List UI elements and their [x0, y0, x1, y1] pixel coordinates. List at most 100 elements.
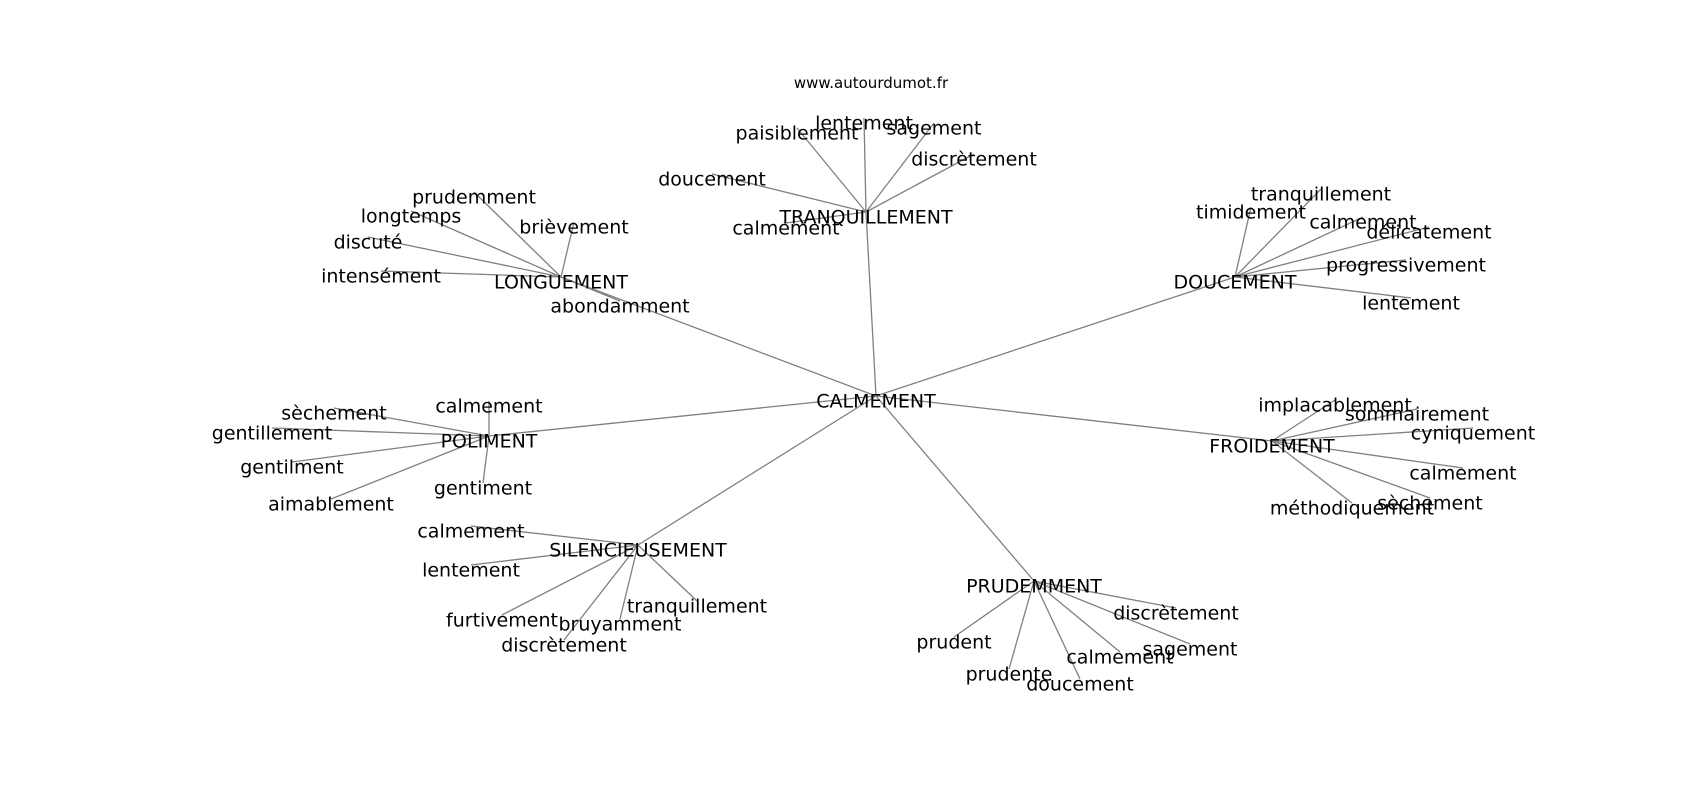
- hub-word[interactable]: PRUDEMMENT: [966, 576, 1102, 598]
- edge-center-to-hub: [637, 395, 877, 546]
- leaf-word[interactable]: sagement: [1143, 639, 1238, 661]
- edge-hub-to-leaf: [470, 525, 639, 546]
- leaf-word[interactable]: calmement: [435, 396, 542, 418]
- edge-center-to-hub: [865, 211, 877, 397]
- leaf-word[interactable]: sèchement: [281, 403, 386, 425]
- leaf-word[interactable]: tranquillement: [627, 596, 767, 618]
- edge-center-to-hub: [875, 276, 1236, 397]
- leaf-word[interactable]: abondamment: [550, 296, 689, 318]
- edge-hub-to-leaf: [865, 153, 975, 213]
- leaf-word[interactable]: aimablement: [268, 494, 394, 516]
- leaf-word[interactable]: méthodiquement: [1270, 498, 1434, 520]
- edge-hub-to-leaf: [380, 270, 562, 278]
- edge-hub-to-leaf: [1234, 188, 1322, 278]
- leaf-word[interactable]: prudente: [966, 664, 1053, 686]
- edge-hub-to-leaf: [1008, 580, 1035, 670]
- leaf-word[interactable]: doucement: [658, 169, 766, 191]
- edge-hub-to-leaf: [473, 191, 562, 278]
- edge-center-to-hub: [875, 395, 1273, 442]
- leaf-word[interactable]: calmement: [417, 521, 524, 543]
- edge-hub-to-leaf: [1234, 206, 1252, 278]
- edge-hub-to-leaf: [953, 580, 1035, 638]
- edge-hub-to-leaf: [1234, 216, 1364, 278]
- leaf-word[interactable]: gentilment: [240, 457, 344, 479]
- edge-hub-to-leaf: [785, 211, 867, 224]
- edge-hub-to-leaf: [1234, 276, 1412, 299]
- hub-word[interactable]: FROIDEMENT: [1209, 436, 1335, 458]
- edge-hub-to-leaf: [1271, 440, 1353, 504]
- hub-word[interactable]: LONGUEMENT: [494, 272, 628, 294]
- hub-word[interactable]: DOUCEMENT: [1174, 272, 1297, 294]
- leaf-word[interactable]: calmement: [1066, 647, 1173, 669]
- edge-center-to-hub: [488, 395, 877, 437]
- edge-center-to-hub: [875, 395, 1035, 582]
- edge-hub-to-leaf: [330, 435, 490, 500]
- leaf-word[interactable]: calmement: [1309, 212, 1416, 234]
- edge-hub-to-leaf: [1271, 440, 1431, 499]
- edge-hub-to-leaf: [796, 127, 867, 213]
- edge-hub-to-leaf: [501, 544, 639, 616]
- leaf-word[interactable]: cyniquement: [1411, 423, 1536, 445]
- edge-hub-to-leaf: [560, 221, 575, 278]
- leaf-word[interactable]: lentement: [815, 113, 913, 135]
- leaf-word[interactable]: prudemment: [412, 187, 536, 209]
- edge-hub-to-leaf: [1271, 427, 1474, 442]
- leaf-word[interactable]: sèchement: [1377, 493, 1482, 515]
- edge-hub-to-leaf: [1033, 580, 1081, 680]
- edge-hub-to-leaf: [865, 122, 935, 213]
- edge-hub-to-leaf: [1271, 440, 1464, 469]
- leaf-word[interactable]: sagement: [887, 118, 982, 140]
- edge-hub-to-leaf: [1271, 408, 1418, 442]
- edge-hub-to-leaf: [1234, 259, 1407, 278]
- leaf-word[interactable]: timidement: [1196, 202, 1306, 224]
- leaf-word[interactable]: gentiment: [434, 478, 532, 500]
- leaf-word[interactable]: calmement: [732, 218, 839, 240]
- leaf-word[interactable]: prudent: [916, 632, 991, 654]
- center-word[interactable]: CALMEMENT: [816, 391, 936, 413]
- leaf-word[interactable]: discrètement: [501, 635, 627, 657]
- edge-hub-to-leaf: [1271, 399, 1336, 442]
- edge-hub-to-leaf: [1033, 580, 1121, 653]
- leaf-word[interactable]: calmement: [1409, 463, 1516, 485]
- leaf-word[interactable]: lentement: [422, 560, 520, 582]
- leaf-word[interactable]: discrètement: [911, 149, 1037, 171]
- edge-hub-to-leaf: [619, 544, 639, 620]
- edge-center-to-hub: [560, 276, 877, 397]
- leaf-word[interactable]: implacablement: [1258, 395, 1412, 417]
- edge-hub-to-leaf: [563, 544, 639, 641]
- edge-hub-to-leaf: [410, 210, 562, 278]
- leaf-word[interactable]: paisiblement: [736, 123, 859, 145]
- hub-word[interactable]: POLIMENT: [441, 431, 538, 453]
- labels: CALMEMENTTRANQUILLEMENTlentementpaisible…: [212, 113, 1535, 696]
- edge-hub-to-leaf: [560, 276, 621, 302]
- edge-hub-to-leaf: [470, 544, 639, 566]
- leaf-word[interactable]: délicatement: [1366, 222, 1491, 244]
- leaf-word[interactable]: sommairement: [1345, 404, 1489, 426]
- leaf-word[interactable]: longtemps: [361, 206, 462, 228]
- leaf-word[interactable]: furtivement: [446, 610, 558, 632]
- leaf-word[interactable]: doucement: [1026, 674, 1134, 696]
- leaf-word[interactable]: gentillement: [212, 423, 332, 445]
- leaf-word[interactable]: intensément: [321, 266, 441, 288]
- leaf-word[interactable]: lentement: [1362, 293, 1460, 315]
- leaf-word[interactable]: brièvement: [519, 217, 628, 239]
- edge-hub-to-leaf: [863, 117, 867, 213]
- edge-hub-to-leaf: [637, 544, 698, 602]
- edge-hub-to-leaf: [367, 236, 562, 278]
- edge-hub-to-leaf: [1234, 226, 1430, 278]
- edge-hub-to-leaf: [1033, 580, 1177, 609]
- leaf-word[interactable]: bruyamment: [559, 614, 682, 636]
- leaf-word[interactable]: discrètement: [1113, 603, 1239, 625]
- hub-word[interactable]: TRANQUILLEMENT: [778, 207, 953, 229]
- edge-hub-to-leaf: [333, 407, 490, 437]
- leaf-word[interactable]: progressivement: [1326, 255, 1486, 277]
- edge-hub-to-leaf: [711, 173, 867, 213]
- leaf-word[interactable]: discuté: [334, 232, 403, 254]
- leaf-word[interactable]: tranquillement: [1251, 184, 1391, 206]
- edge-hub-to-leaf: [271, 427, 490, 437]
- edge-hub-to-leaf: [291, 435, 490, 463]
- edge-hub-to-leaf: [482, 435, 490, 484]
- hub-word[interactable]: SILENCIEUSEMENT: [549, 540, 727, 562]
- source-label: www.autourdumot.fr: [794, 74, 949, 92]
